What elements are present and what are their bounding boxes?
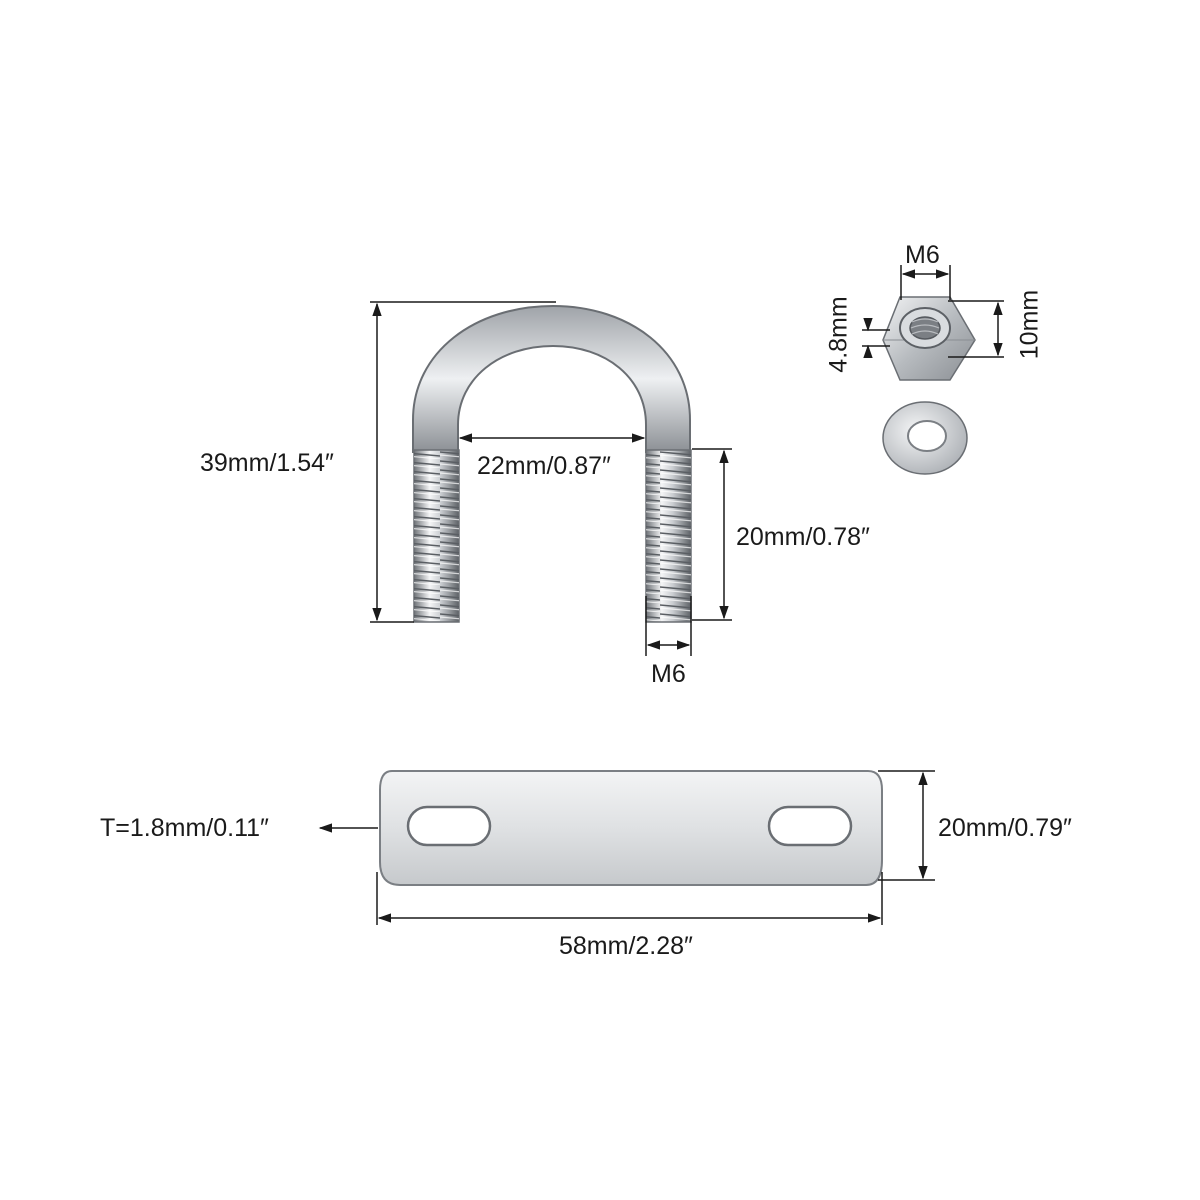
u-bolt-inner-width-label: 22mm/0.87″ <box>477 452 611 480</box>
nut-dimensions <box>862 265 1004 359</box>
washer <box>882 401 968 475</box>
u-bolt <box>412 304 692 623</box>
plate-length-label: 58mm/2.28″ <box>559 932 693 960</box>
u-bolt-dimensions <box>370 301 732 656</box>
nut-thread-label: M6 <box>905 241 940 269</box>
nut-width-label: 10mm <box>1015 289 1044 360</box>
hex-nut <box>882 296 976 381</box>
plate-dimensions <box>318 770 935 925</box>
plate-slot-right <box>767 805 853 847</box>
u-bolt-thread-length-label: 20mm/0.78″ <box>736 523 870 551</box>
u-bolt-bend <box>412 304 691 453</box>
u-bolt-height-label: 39mm/1.54″ <box>200 449 334 477</box>
nut-thickness-label: 4.8mm <box>824 296 853 373</box>
backing-plate <box>379 770 883 886</box>
u-bolt-thread-size-label: M6 <box>651 660 686 688</box>
plate-width-label: 20mm/0.79″ <box>938 814 1072 842</box>
plate-slot-left <box>406 805 492 847</box>
plate-thickness-label: T=1.8mm/0.11″ <box>100 814 269 842</box>
